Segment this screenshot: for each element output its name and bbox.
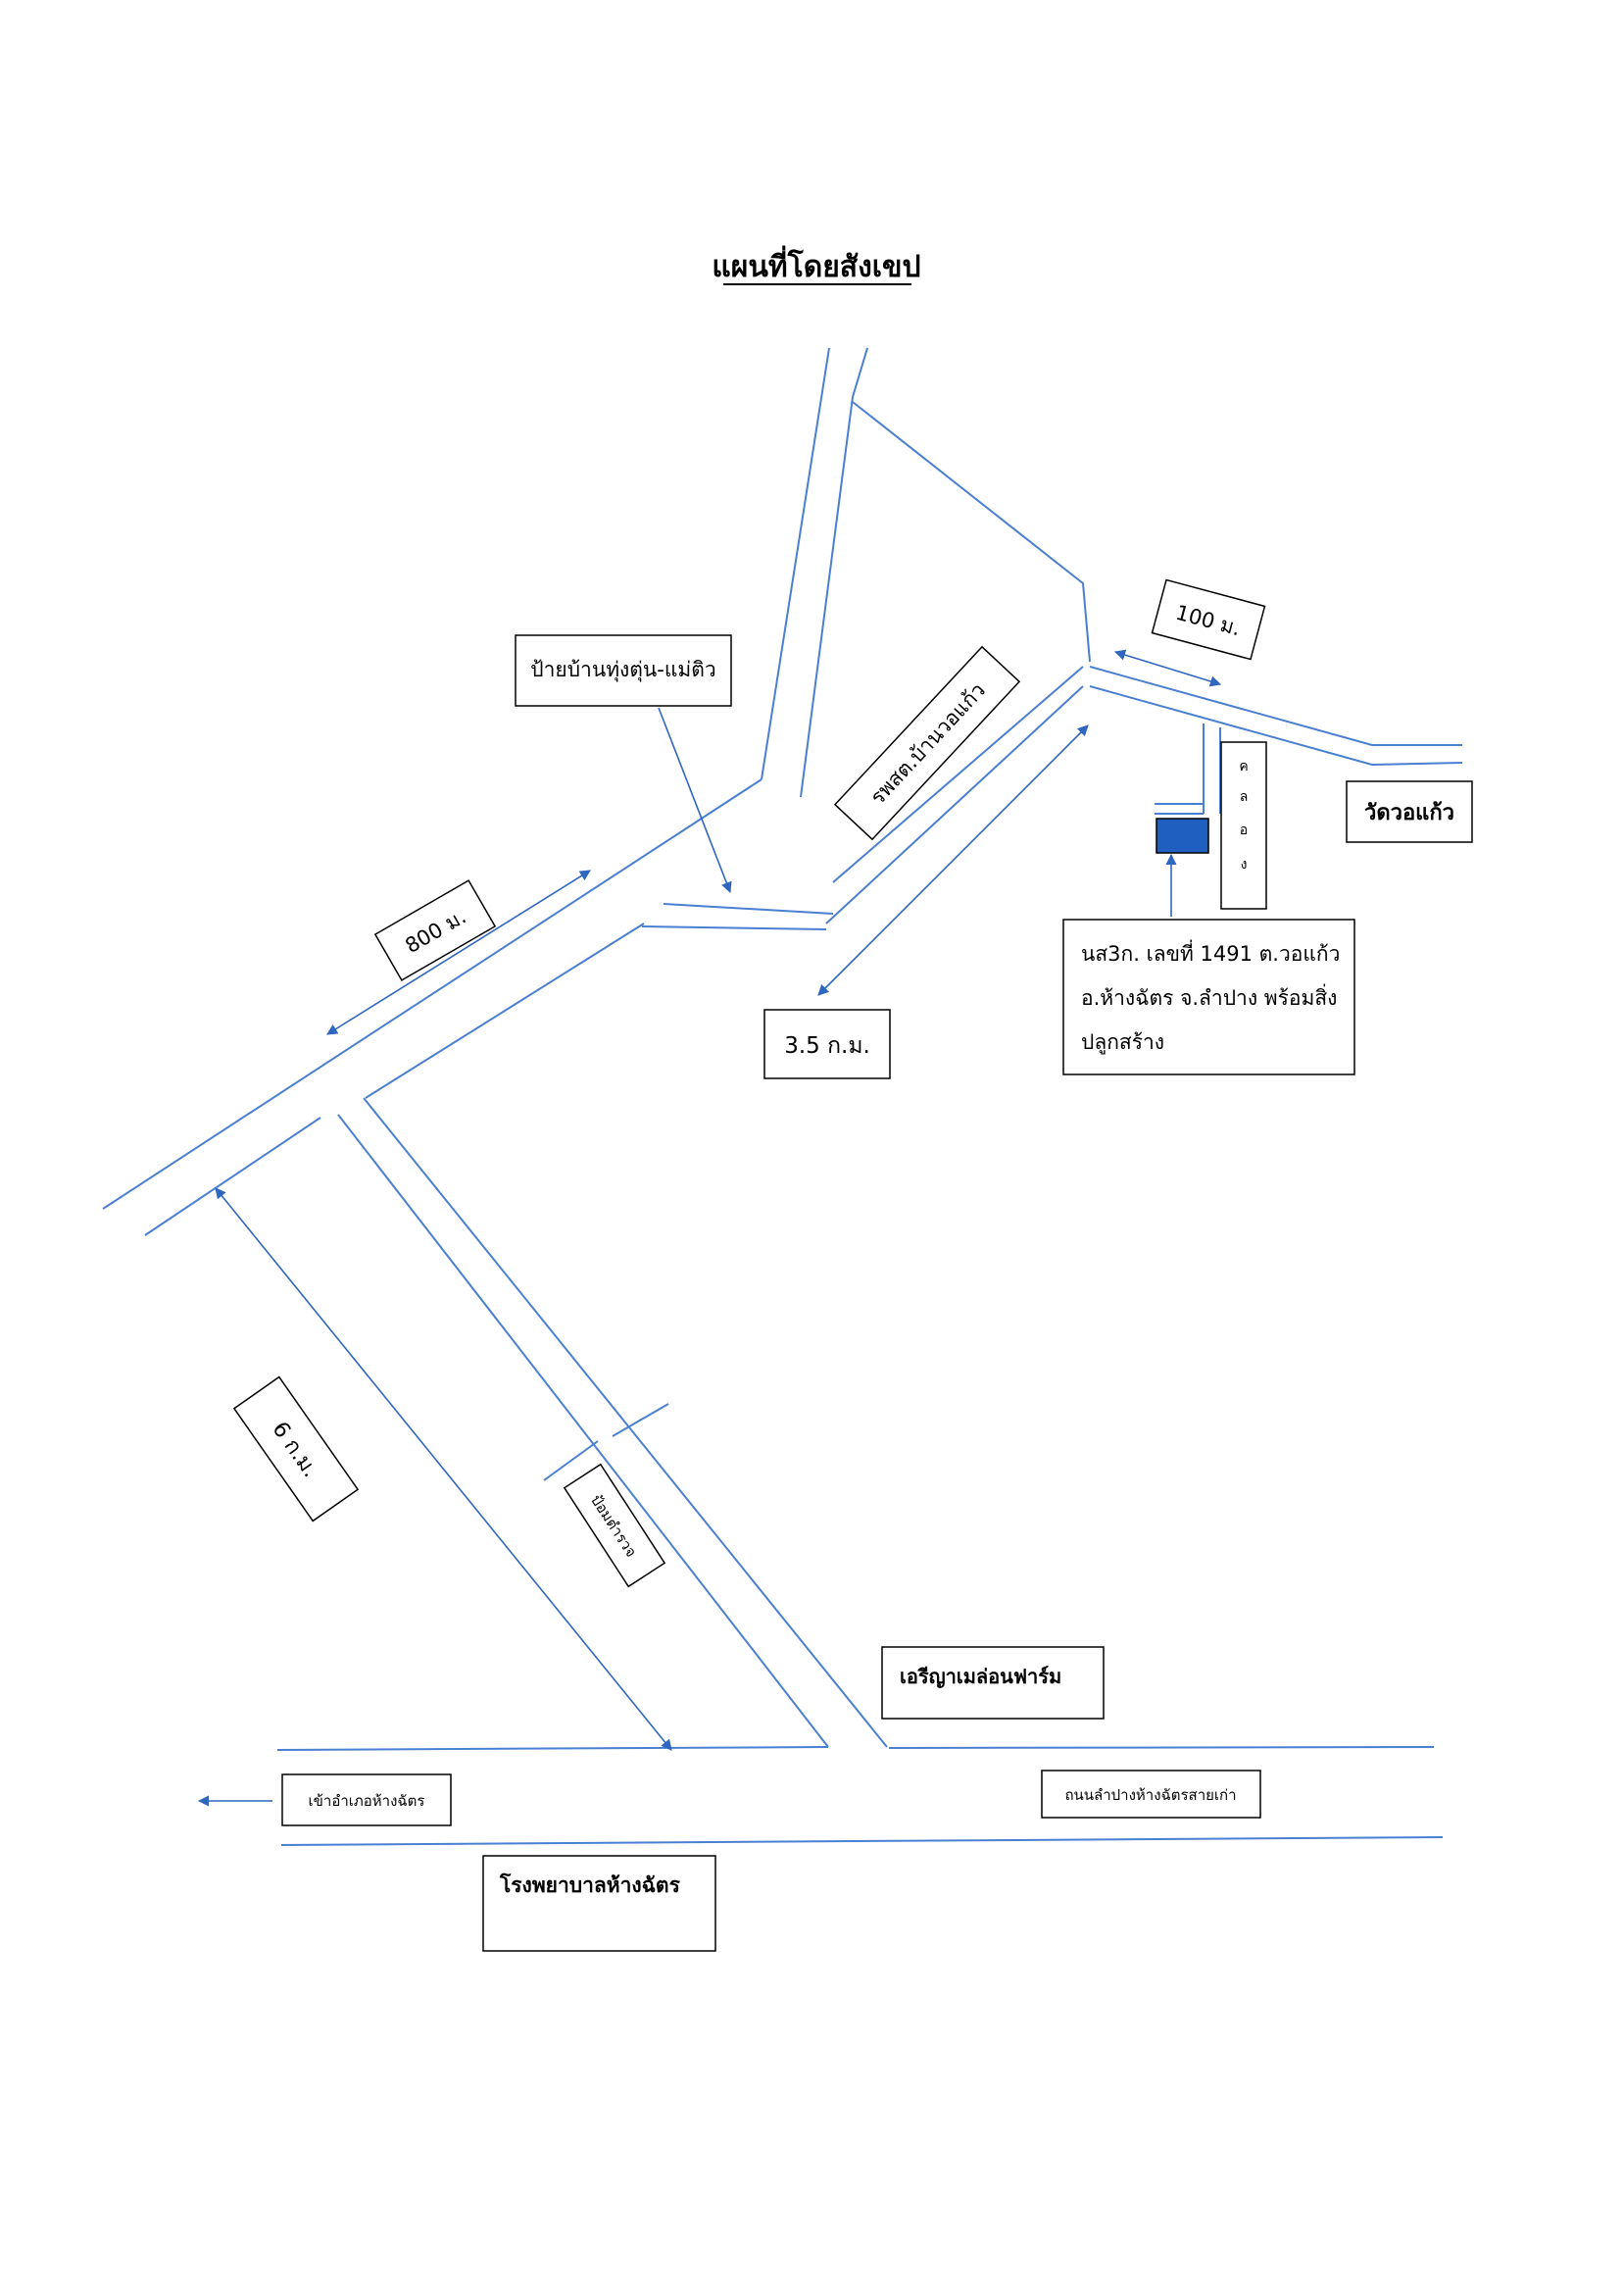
canal-char: ค (1239, 759, 1248, 774)
melon-farm-label: เอรีญาเมล่อนฟาร์ม (900, 1665, 1061, 1688)
parcel-desc-box: นส3ก. เลขที่ 1491 ต.วอแก้ว อ.ห้างฉัตร จ.… (1062, 919, 1355, 1075)
old-road-label: ถนนลำปางห้างฉัตรสายเก่า (1064, 1786, 1236, 1804)
dist-35km-label: 3.5 ก.ม. (784, 1033, 870, 1059)
police-crossroad (612, 1403, 669, 1437)
north-road-west (761, 347, 830, 780)
temple-road-north (1089, 666, 1373, 746)
distance-arrows (197, 649, 1222, 1807)
map-title: แผนที่โดยสังเขป (712, 245, 920, 284)
village-sign-box: ป้ายบ้านทุ่งตุ่น-แม่ติว (515, 634, 732, 707)
to-district-label: เข้าอำเภอห้างฉัตร (309, 1792, 425, 1810)
parcel-desc-line: อ.ห้างฉัตร จ.ลำปาง พร้อมสิ่ง (1081, 983, 1337, 1010)
small-road-west (641, 925, 827, 930)
health-center-box: รพสต.บ้านวอแก้ว (833, 645, 1021, 841)
temple-label: วัดวอแก้ว (1364, 801, 1454, 825)
arrow-icon (658, 707, 732, 894)
police-box: ป้อมตำรวจ (563, 1463, 666, 1588)
arrow-icon (215, 1187, 672, 1751)
canal-char: ล (1240, 789, 1249, 805)
dist-6km-box: 6 ก.ม. (232, 1375, 360, 1522)
hospital-box: โรงพยาบาลห้างฉัตร (482, 1855, 716, 1952)
upper-road-north (852, 401, 1091, 663)
temple-road-south (1089, 685, 1373, 766)
old-road-north-edge (888, 1746, 1435, 1749)
dist-800m-box: 800 ม. (373, 879, 497, 981)
parcel-desc-line: นส3ก. เลขที่ 1491 ต.วอแก้ว (1081, 939, 1340, 966)
temple-road-end (1371, 762, 1463, 766)
north-road-east (800, 347, 868, 798)
canal-box: ค ล อ ง (1220, 741, 1267, 910)
old-road-north-edge (276, 1746, 829, 1751)
melon-farm-box: เอรีญาเมล่อนฟาร์ม (881, 1646, 1105, 1720)
canal-char: อ (1240, 823, 1248, 838)
arrow-icon (817, 724, 1089, 996)
to-district-box: เข้าอำเภอห้างฉัตร (281, 1773, 452, 1826)
parcel-desc-line: ปลูกสร้าง (1081, 1030, 1164, 1055)
highway-edge-north (102, 778, 762, 1210)
old-road-box: ถนนลำปางห้างฉัตรสายเก่า (1041, 1770, 1261, 1819)
parcel-marker-icon (1156, 818, 1209, 854)
village-sign-label: ป้ายบ้านทุ่งตุ่น-แม่ติว (530, 658, 715, 682)
road-network (102, 347, 1463, 1846)
temple-box: วัดวอแก้ว (1346, 780, 1473, 843)
arrow-icon (1113, 649, 1222, 687)
old-road-south-edge (280, 1836, 1444, 1846)
hospital-label: โรงพยาบาลห้างฉัตร (499, 1872, 681, 1897)
arrow-icon (326, 870, 591, 1035)
canal-char: ง (1241, 857, 1248, 873)
south-road-east (363, 1097, 888, 1748)
small-road-west (663, 903, 834, 915)
dist-35km-box: 3.5 ก.ม. (763, 1009, 891, 1079)
dist-100m-box: 100 ม. (1151, 578, 1266, 661)
highway-edge-south (144, 1117, 321, 1236)
